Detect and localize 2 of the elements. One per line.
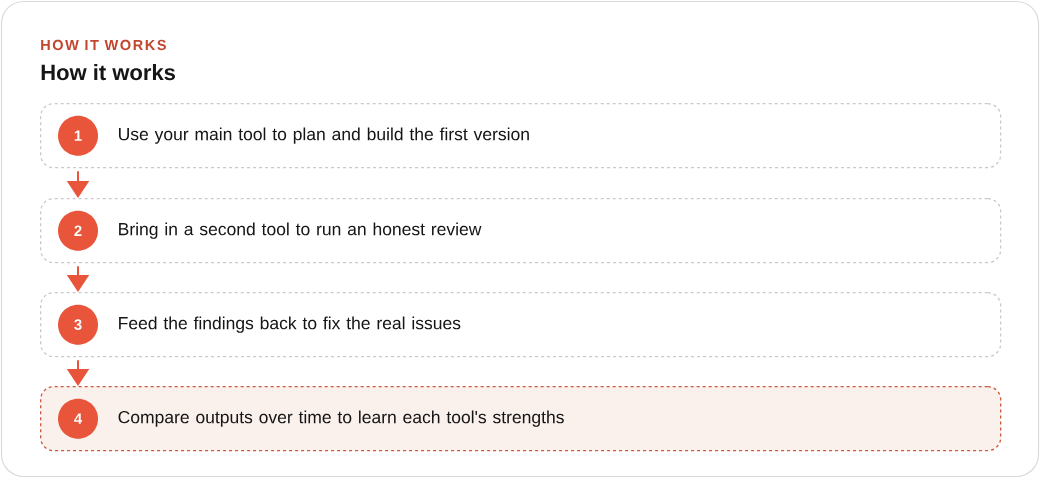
kicker-text: HOW IT WORKS xyxy=(41,39,166,51)
heading: How it works xyxy=(41,64,175,81)
